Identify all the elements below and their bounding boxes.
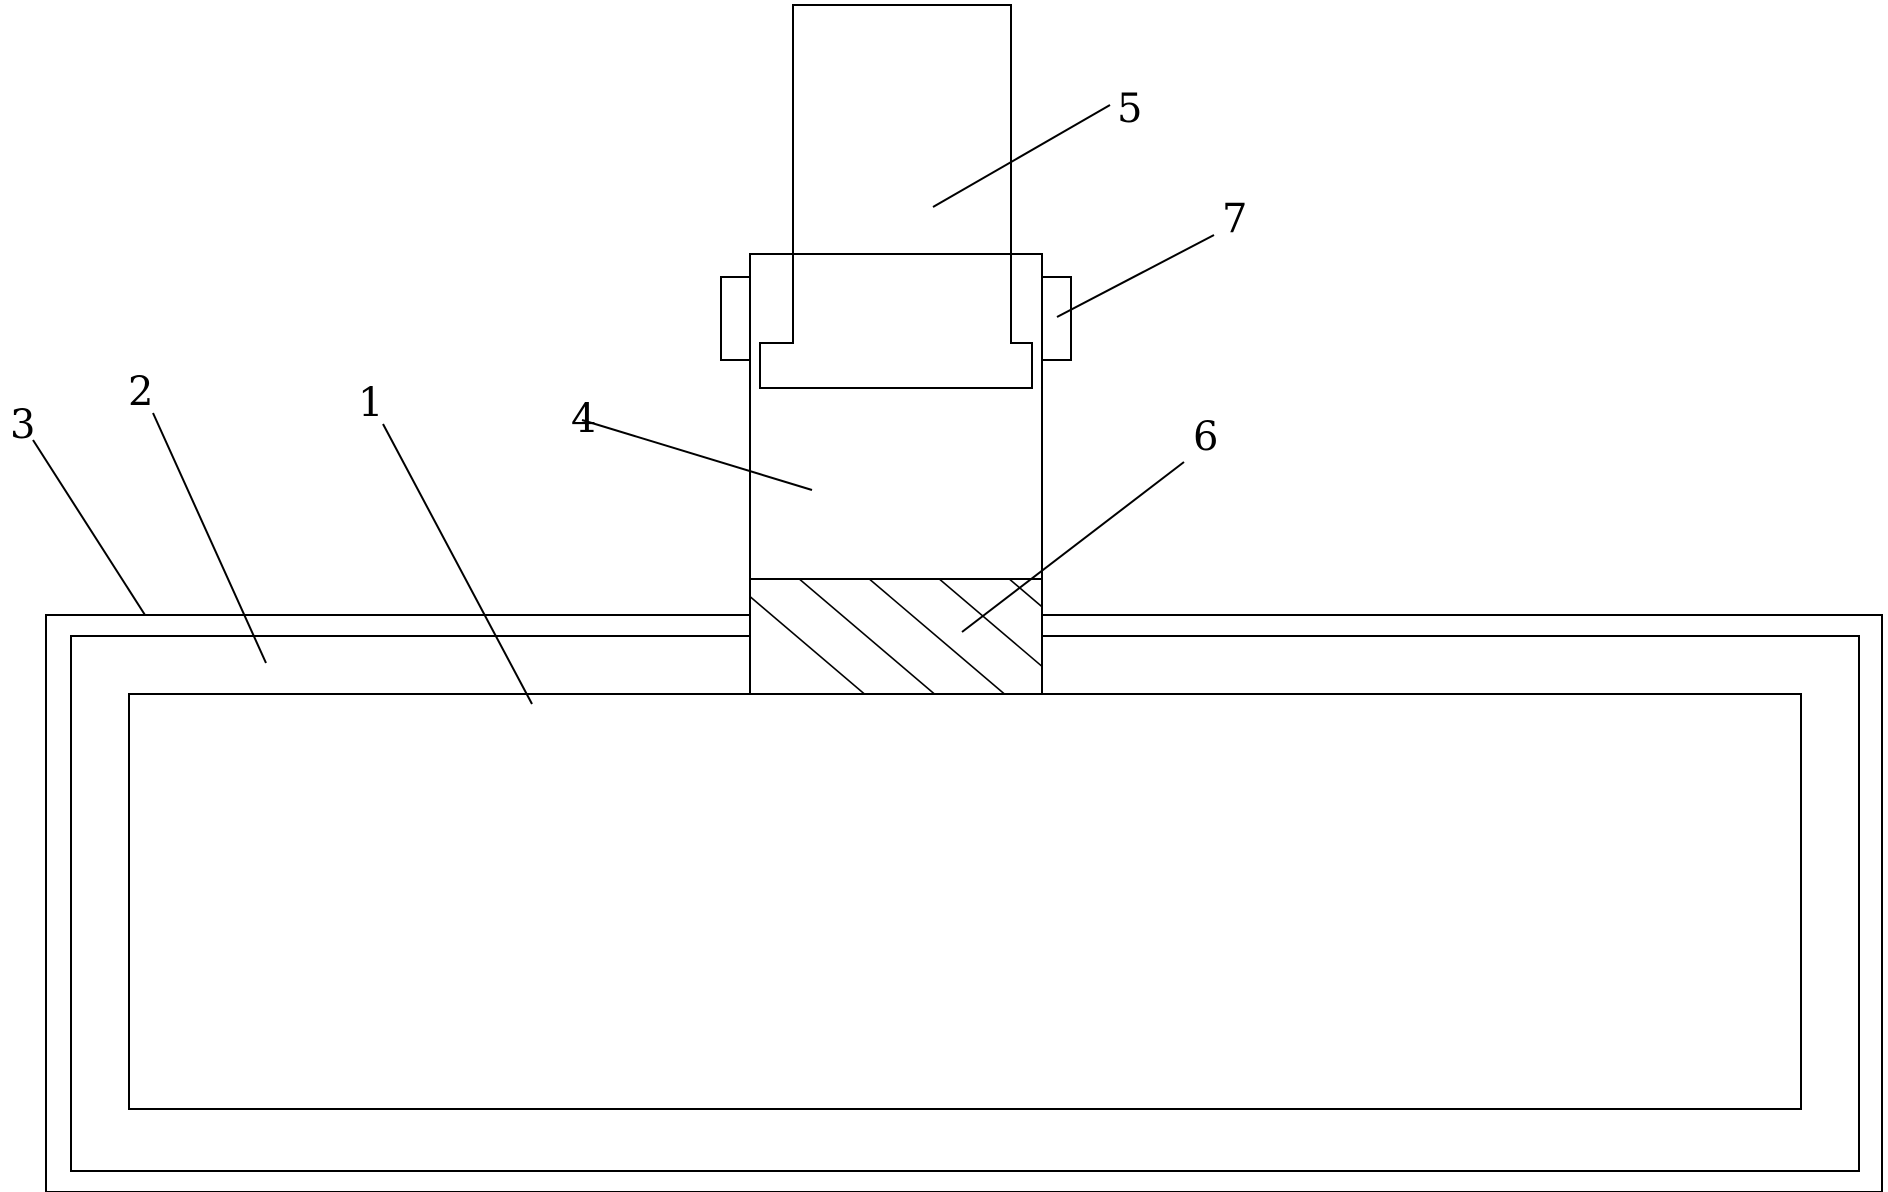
callout-label-2: 2 bbox=[128, 369, 153, 415]
leader-line-6 bbox=[961, 461, 1185, 633]
connector-block-4 bbox=[749, 253, 1043, 695]
leader-line-1 bbox=[382, 423, 533, 705]
plug-5 bbox=[759, 4, 1033, 389]
leader-line-4 bbox=[581, 419, 813, 491]
leader-line-5 bbox=[932, 104, 1111, 208]
side-tab-right-7 bbox=[1041, 276, 1072, 361]
leader-line-3 bbox=[32, 439, 146, 616]
callout-label-6: 6 bbox=[1193, 414, 1218, 460]
leader-line-7 bbox=[1056, 234, 1215, 318]
hatched-section-6 bbox=[750, 579, 1042, 694]
callout-label-3: 3 bbox=[10, 402, 35, 448]
outer-layer-3 bbox=[45, 614, 1883, 1192]
leader-line-2 bbox=[152, 412, 267, 664]
middle-layer-2 bbox=[70, 635, 1860, 1172]
inner-body-1 bbox=[128, 693, 1802, 1110]
callout-label-7: 7 bbox=[1222, 196, 1247, 242]
side-tab-left-7 bbox=[720, 276, 751, 361]
callout-label-5: 5 bbox=[1117, 86, 1142, 132]
callout-label-4: 4 bbox=[571, 396, 596, 442]
callout-label-1: 1 bbox=[358, 380, 383, 426]
